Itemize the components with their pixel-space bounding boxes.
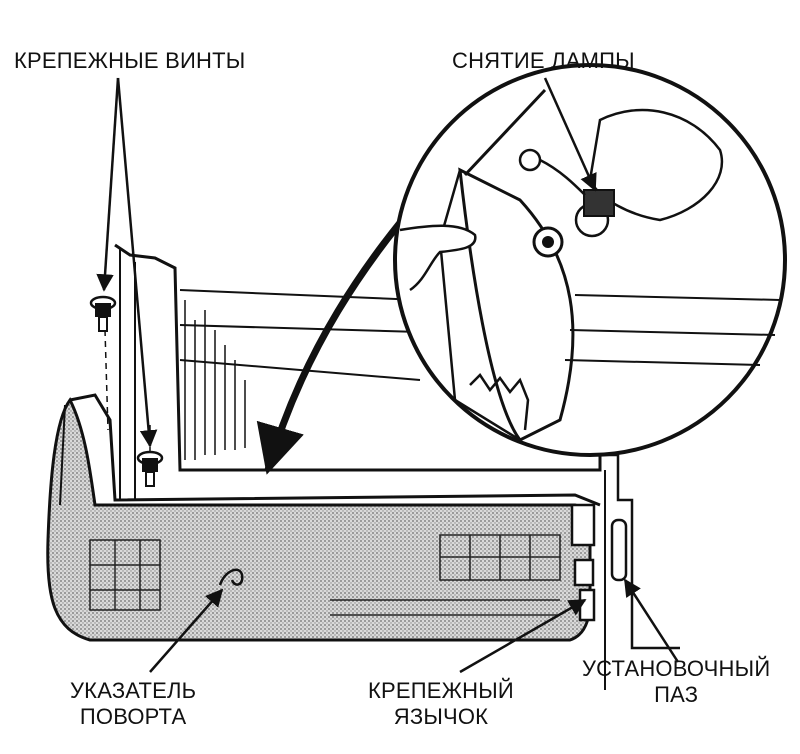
mounting-tab (570, 503, 596, 622)
lens-grid (89, 534, 561, 616)
label-mounting-tab-line-2: ЯЗЫЧОК (393, 704, 489, 729)
label-mounting-screws: КРЕПЕЖНЫЕ ВИНТЫ (14, 48, 246, 73)
label-lamp-removal: СНЯТИЕ ЛАМПЫ (452, 48, 635, 73)
label-locating-slot-line-1: УСТАНОВОЧНЫЙ (582, 656, 771, 681)
label-turn-indicator: УКАЗАТЕЛЬ ПОВОРТА (70, 678, 196, 730)
locating-slot (610, 518, 628, 582)
label-locating-slot-line-2: ПАЗ (654, 682, 699, 707)
bulb (518, 148, 615, 238)
mounting-screw-lower (136, 450, 164, 487)
locating-slot-pointer (623, 578, 680, 663)
hand-left (399, 224, 477, 292)
label-turn-indicator-line-2: ПОВОРТА (79, 704, 187, 729)
label-turn-indicator-line-1: УКАЗАТЕЛЬ (70, 678, 197, 703)
turn-indicator-pointer (149, 588, 224, 673)
label-mounting-tab: КРЕПЕЖНЫЙ ЯЗЫЧОК (368, 678, 514, 730)
turn-signal-lamp (46, 393, 601, 642)
mounting-tab-pointer (459, 598, 587, 674)
fender-hatching (184, 300, 246, 460)
lamp-removal-pointer (543, 77, 597, 192)
label-mounting-tab-line-1: КРЕПЕЖНЫЙ (368, 678, 514, 703)
screw-pointers (96, 77, 158, 448)
hand-right (588, 108, 724, 222)
indicator-hook (218, 568, 244, 586)
mounting-screw-upper (89, 295, 117, 332)
label-locating-slot: УСТАНОВОЧНЫЙ ПАЗ (582, 656, 770, 708)
lamp-detail-inset (393, 63, 787, 457)
